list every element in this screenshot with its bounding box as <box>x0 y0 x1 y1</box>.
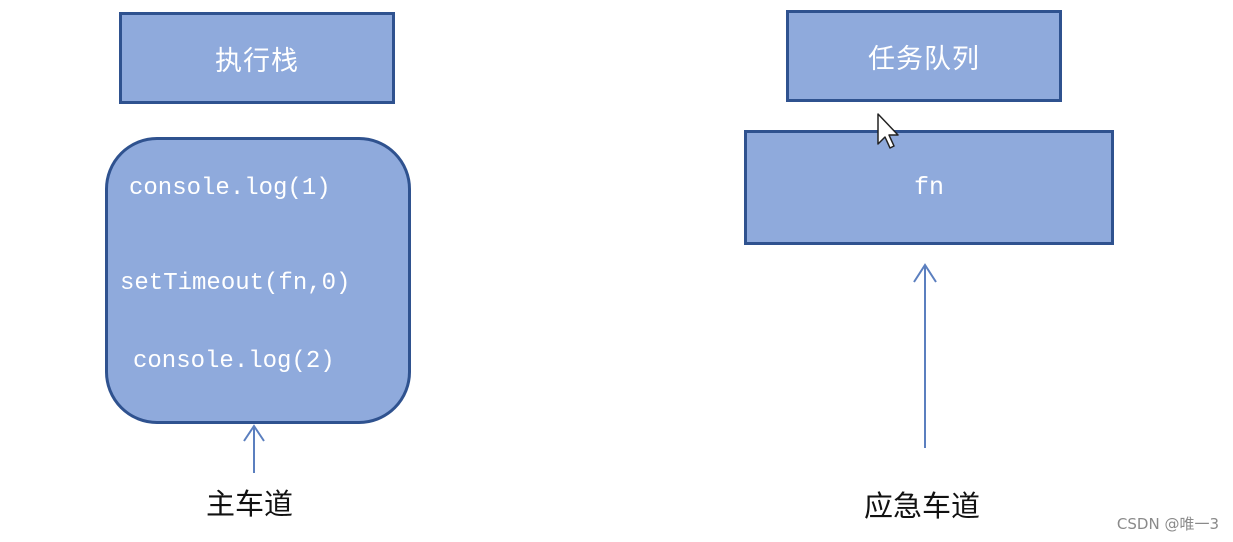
emergency-lane-label: 应急车道 <box>864 489 981 523</box>
queue-item-label: fn <box>913 173 944 202</box>
main-lane-arrow <box>243 424 265 473</box>
task-queue-header: 任务队列 <box>786 10 1062 102</box>
stack-item-3: console.log(2) <box>133 348 335 375</box>
watermark: CSDN @唯一3 <box>1116 515 1219 533</box>
task-queue-item: fn <box>744 130 1114 245</box>
task-queue-title: 任务队列 <box>868 43 980 75</box>
stack-item-2: setTimeout(fn,0) <box>120 270 351 297</box>
main-lane-label: 主车道 <box>206 487 294 521</box>
execution-stack-header: 执行栈 <box>119 12 395 104</box>
emergency-lane-arrow <box>913 263 937 448</box>
execution-stack-title: 执行栈 <box>215 45 299 77</box>
stack-item-1: console.log(1) <box>129 175 331 202</box>
execution-stack-container: console.log(1) setTimeout(fn,0) console.… <box>105 137 411 424</box>
